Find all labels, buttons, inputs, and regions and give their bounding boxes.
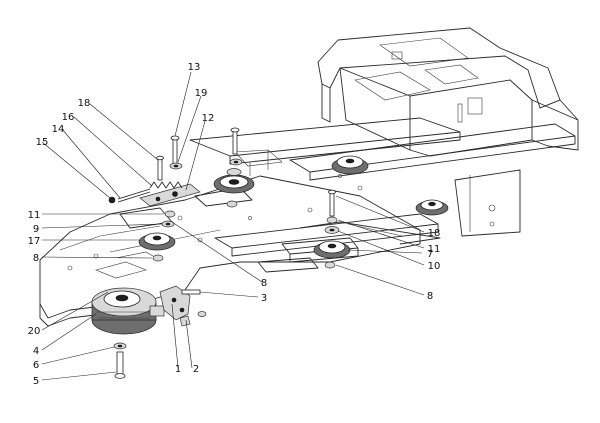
idler-pulley-upper-center (213, 174, 255, 194)
callout-5: 5 (33, 376, 39, 387)
callout-9: 9 (33, 224, 39, 235)
callout-11-left: 11 (28, 210, 41, 221)
bolt-3 (181, 289, 201, 295)
callout-8-left: 8 (33, 253, 39, 264)
bolt-18-right (328, 189, 336, 217)
callout-6: 6 (33, 360, 39, 371)
callout-14: 14 (52, 124, 65, 135)
spindle-pulley-far-right (415, 199, 449, 216)
idler-pulley-17 (138, 232, 176, 251)
callout-11-right: 11 (428, 244, 441, 255)
idler-pulley-7 (313, 240, 351, 259)
callout-8-right: 8 (427, 291, 433, 302)
bolt-2 (179, 315, 191, 327)
nut-11-left (164, 210, 176, 218)
callout-19: 19 (195, 88, 208, 99)
spacer-upper-center (226, 168, 242, 176)
mower-frame (39, 27, 579, 327)
callout-20: 20 (28, 326, 41, 337)
eyebolt-14 (117, 188, 151, 203)
callout-4: 4 (33, 346, 39, 357)
callout-7: 7 (427, 249, 433, 260)
nut-15 (108, 196, 116, 204)
bolt-5 (114, 351, 126, 379)
bolt-18-left (156, 155, 164, 181)
clutch-connector (149, 305, 165, 317)
callout-labels: 1 2 3 4 5 6 7 8 8 8 9 10 11 11 12 13 14 … (28, 62, 441, 387)
idler-bracket-12 (139, 183, 201, 207)
callout-3: 3 (261, 293, 267, 304)
washer-upper-center (229, 158, 243, 166)
washer-19 (169, 162, 183, 170)
electric-clutch-20 (91, 287, 157, 335)
nut-11-right (326, 216, 338, 224)
callout-15: 15 (36, 137, 49, 148)
leader-lines (41, 71, 425, 381)
callout-16: 16 (62, 112, 75, 123)
washer-6 (113, 342, 127, 350)
callout-10: 10 (428, 261, 441, 272)
callout-8-center: 8 (261, 278, 267, 289)
callout-13: 13 (188, 62, 201, 73)
nut-8-left (152, 254, 164, 262)
bolt-upper-center (230, 127, 240, 155)
bolt-13 (170, 135, 180, 165)
nut-8-right (324, 261, 336, 269)
washer-10 (324, 226, 340, 234)
callout-18-left: 18 (78, 98, 91, 109)
nut-upper-center (226, 200, 238, 208)
clutch-bracket-1 (159, 285, 191, 321)
spindle-pulley-right (331, 155, 369, 175)
callout-1: 1 (175, 364, 181, 375)
callout-12: 12 (202, 113, 215, 124)
callout-2: 2 (193, 364, 199, 375)
nut-bracket (197, 311, 207, 317)
callout-18-right: 18 (428, 228, 441, 239)
spring-16 (149, 181, 183, 189)
callout-17: 17 (28, 236, 41, 247)
